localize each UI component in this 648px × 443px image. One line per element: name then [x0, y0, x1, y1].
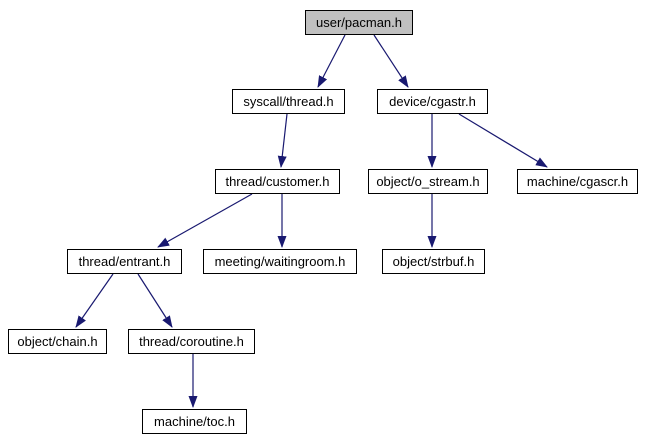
edge-thread-to-customer [277, 113, 288, 168]
node-coroutine[interactable]: thread/coroutine.h [128, 329, 255, 354]
node-customer[interactable]: thread/customer.h [215, 169, 340, 194]
edge-pacman-to-cgastr [373, 34, 409, 88]
node-waitingroom[interactable]: meeting/waitingroom.h [203, 249, 357, 274]
node-entrant[interactable]: thread/entrant.h [67, 249, 182, 274]
edge-entrant-to-chain [75, 273, 114, 328]
node-toc[interactable]: machine/toc.h [142, 409, 247, 434]
node-pacman: user/pacman.h [305, 10, 413, 35]
edge-pacman-to-thread [317, 34, 346, 88]
edge-entrant-to-coroutine [137, 273, 173, 328]
edge-cgastr-to-cgascr [458, 113, 548, 168]
edge-customer-to-entrant [157, 193, 253, 248]
node-thread[interactable]: syscall/thread.h [232, 89, 345, 114]
node-cgascr[interactable]: machine/cgascr.h [517, 169, 638, 194]
node-o_stream[interactable]: object/o_stream.h [368, 169, 488, 194]
node-cgastr[interactable]: device/cgastr.h [377, 89, 488, 114]
node-strbuf[interactable]: object/strbuf.h [382, 249, 485, 274]
node-chain[interactable]: object/chain.h [8, 329, 107, 354]
